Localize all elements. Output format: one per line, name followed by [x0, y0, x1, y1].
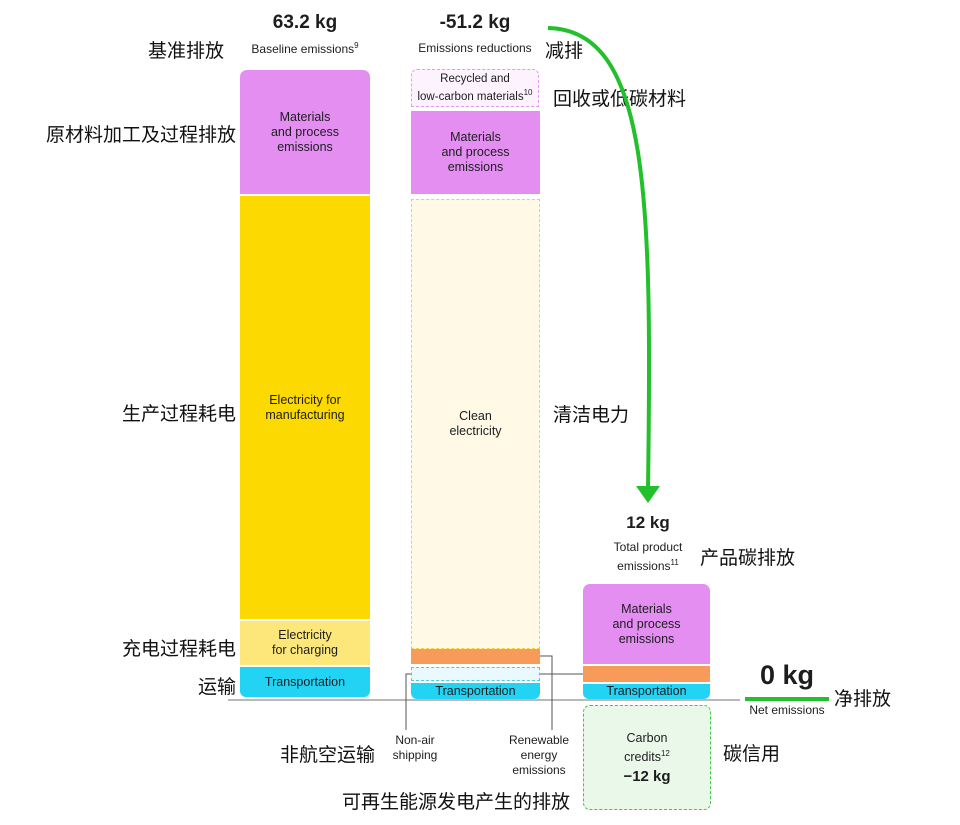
- credits-value: −12 kg: [623, 768, 671, 786]
- net-zero-line: [745, 697, 829, 701]
- credits-cn-label: 碳信用: [723, 743, 781, 765]
- nonair-connector-line: [405, 673, 411, 730]
- arrow-head: [636, 486, 660, 503]
- renewable-cn-label: 可再生能源发电产生的排放: [342, 791, 571, 813]
- reductions-value: -51.2 kg: [439, 12, 511, 33]
- clean-cn-label: 清洁电力: [553, 404, 630, 426]
- charging-cn-label: 充电过程耗电: [121, 638, 236, 660]
- baseline-label: Baseline emissions9: [251, 41, 359, 56]
- nonair-cn-label: 非航空运输: [280, 744, 376, 766]
- total-transport-segment: Transportation: [583, 684, 710, 699]
- baseline-axis: [228, 699, 740, 701]
- baseline-cn-label: 基准排放: [148, 40, 225, 62]
- reduction-renewable-segment: [411, 649, 540, 664]
- reductions-cn-label: 减排: [545, 40, 584, 62]
- net-cn-label: 净排放: [834, 688, 892, 710]
- manufacturing-cn-label: 生产过程耗电: [121, 403, 236, 425]
- transport-cn-label: 运输: [197, 676, 236, 698]
- baseline-value: 63.2 kg: [272, 12, 338, 33]
- reductions-label: Emissions reductions: [418, 41, 532, 55]
- reduction-nonair-segment: [411, 667, 540, 681]
- reduction-transport-segment: Transportation: [411, 683, 540, 699]
- curved-arrow: [547, 26, 652, 491]
- net-value: 0 kg: [759, 660, 815, 690]
- renewable-connector-line: [540, 655, 553, 730]
- net-label: Net emissions: [749, 703, 825, 717]
- recycled-cn-label: 回收或低碳材料: [553, 88, 687, 110]
- total-renewable-segment: [583, 666, 710, 682]
- total-value: 12 kg: [626, 513, 670, 532]
- total-cn-label: 产品碳排放: [700, 547, 796, 569]
- baseline-transport-segment: Transportation: [240, 667, 370, 697]
- materials-cn-label: 原材料加工及过程排放: [45, 124, 236, 146]
